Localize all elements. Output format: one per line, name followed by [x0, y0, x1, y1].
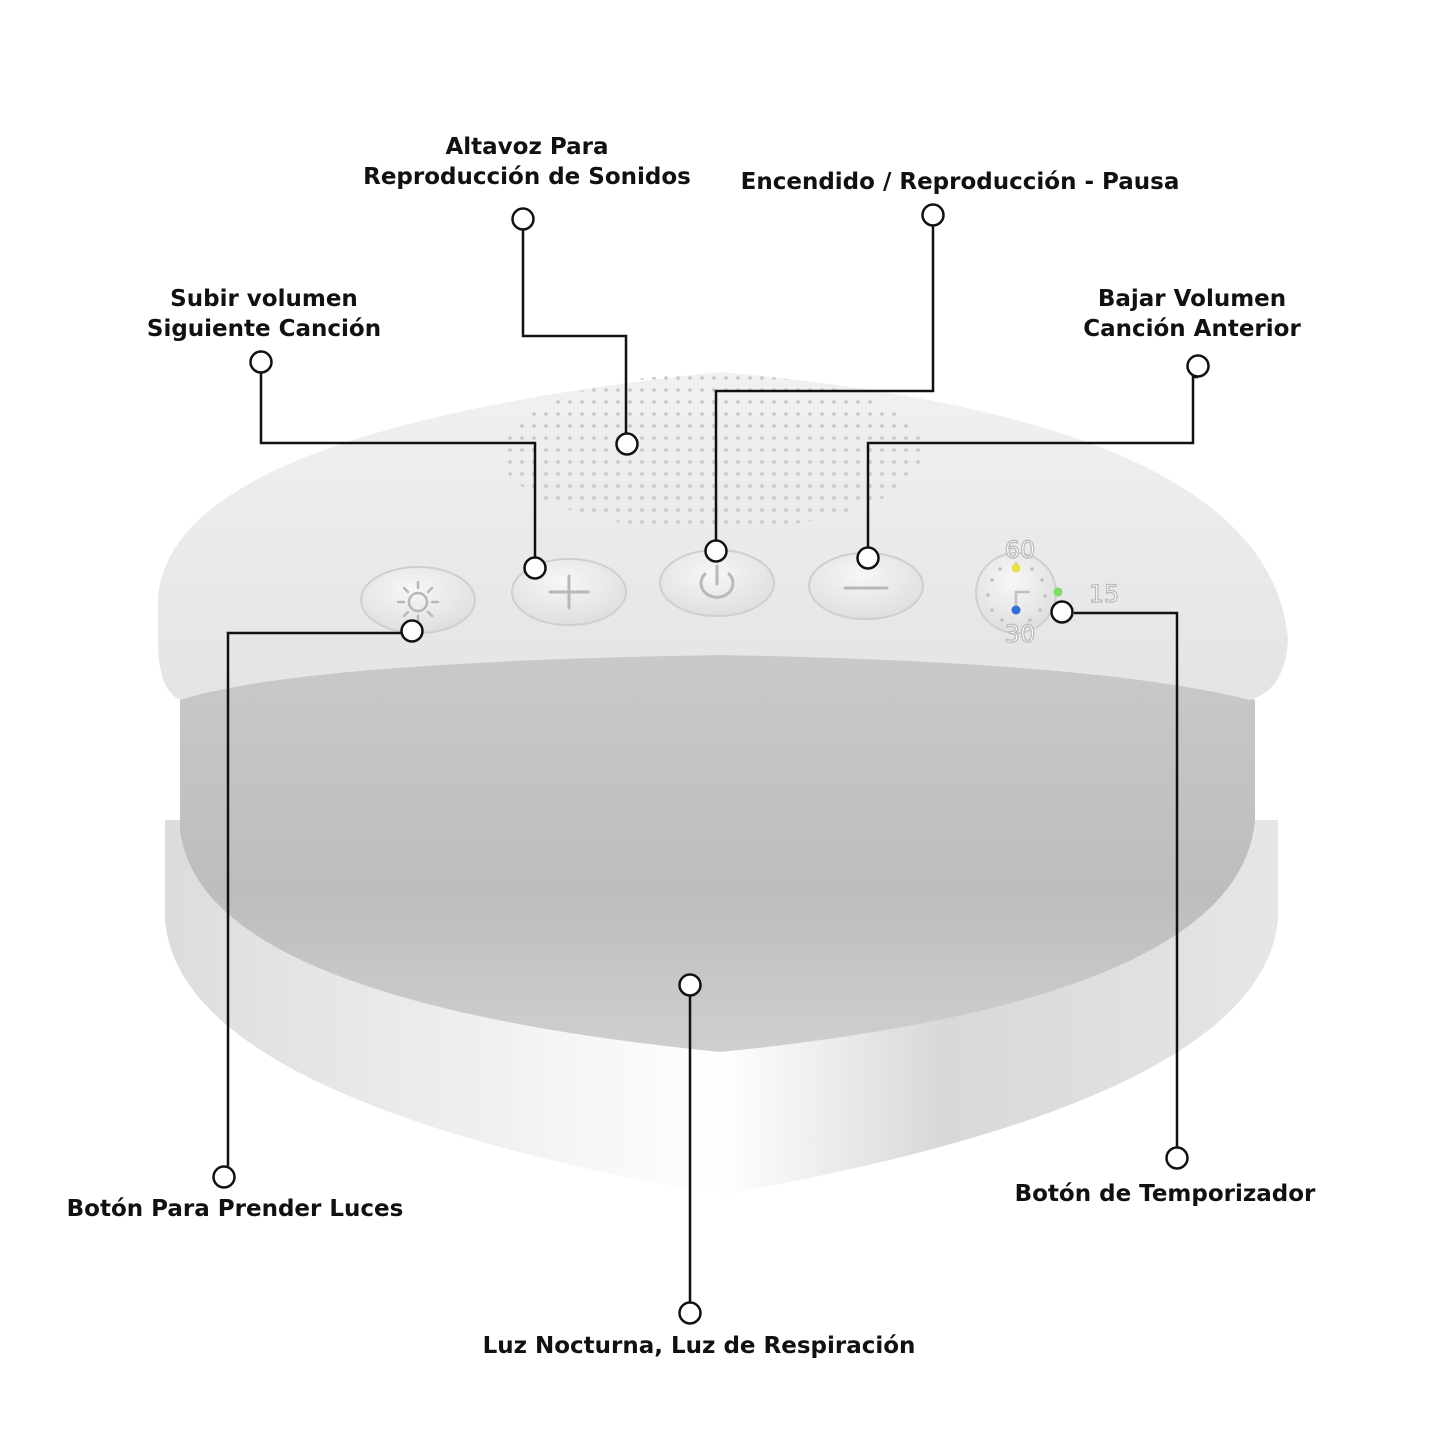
callout-speaker: Altavoz Para Reproducción de Sonidos	[363, 132, 691, 192]
marker-night-light-bottom	[678, 1301, 702, 1325]
callout-volume-down-line2: Canción Anterior	[1083, 316, 1301, 342]
power-icon	[699, 564, 735, 599]
timer-label-30: 30	[1005, 620, 1036, 648]
clock-hands-icon	[1014, 590, 1030, 608]
callout-markers	[212, 203, 1210, 1325]
marker-volume-up-top	[249, 350, 273, 374]
callout-power: Encendido / Reproducción - Pausa	[741, 167, 1180, 197]
power-button[interactable]	[659, 549, 775, 617]
volume-down-button[interactable]	[808, 552, 924, 620]
callout-timer-button: Botón de Temporizador	[1015, 1179, 1316, 1209]
marker-timer-bottom	[1165, 1146, 1189, 1170]
marker-light-bottom	[212, 1165, 236, 1189]
callout-volume-up-line2: Siguiente Canción	[146, 316, 382, 342]
timer-button[interactable]: 60 15 30	[975, 535, 1120, 649]
speaker-grille	[500, 374, 924, 530]
callout-timer-button-line1: Botón de Temporizador	[1014, 1181, 1316, 1207]
callout-volume-up: Subir volumen Siguiente Canción	[147, 284, 381, 344]
leader-speaker	[521, 230, 628, 434]
callout-speaker-line1: Altavoz Para	[445, 134, 609, 160]
timer-indicator-15	[1053, 587, 1063, 597]
leader-timer	[1074, 611, 1179, 1148]
marker-volume-down-top	[1186, 354, 1210, 378]
leader-volume-up	[259, 373, 537, 558]
callout-light-button-line1: Botón Para Prender Luces	[66, 1196, 404, 1222]
marker-power	[704, 539, 728, 563]
callout-power-line1: Encendido / Reproducción - Pausa	[740, 169, 1180, 195]
sun-icon	[396, 580, 440, 624]
leader-light	[226, 631, 412, 1166]
marker-speaker	[615, 432, 639, 456]
callout-volume-up-line1: Subir volumen	[170, 286, 358, 312]
callout-speaker-line2: Reproducción de Sonidos	[363, 164, 691, 190]
marker-volume-up	[523, 556, 547, 580]
timer-indicator-60	[1011, 563, 1021, 573]
callout-light-button: Botón Para Prender Luces	[67, 1194, 404, 1224]
marker-power-top	[921, 203, 945, 227]
light-button[interactable]	[360, 566, 476, 634]
leader-power	[714, 226, 935, 541]
marker-night-light	[678, 973, 702, 997]
callout-volume-down-line1: Bajar Volumen	[1097, 286, 1287, 312]
marker-volume-down	[856, 546, 880, 570]
callout-night-light: Luz Nocturna, Luz de Respiración	[483, 1331, 916, 1361]
marker-timer	[1050, 600, 1074, 624]
timer-label-60: 60	[1005, 536, 1036, 564]
callout-volume-down: Bajar Volumen Canción Anterior	[1083, 284, 1301, 344]
night-light-band	[180, 655, 1255, 1052]
marker-light	[400, 619, 424, 643]
plus-icon	[548, 574, 590, 610]
timer-indicator-30	[1011, 605, 1021, 615]
callout-night-light-line1: Luz Nocturna, Luz de Respiración	[482, 1333, 916, 1359]
marker-speaker-top	[511, 207, 535, 231]
timer-label-15: 15	[1089, 580, 1120, 608]
